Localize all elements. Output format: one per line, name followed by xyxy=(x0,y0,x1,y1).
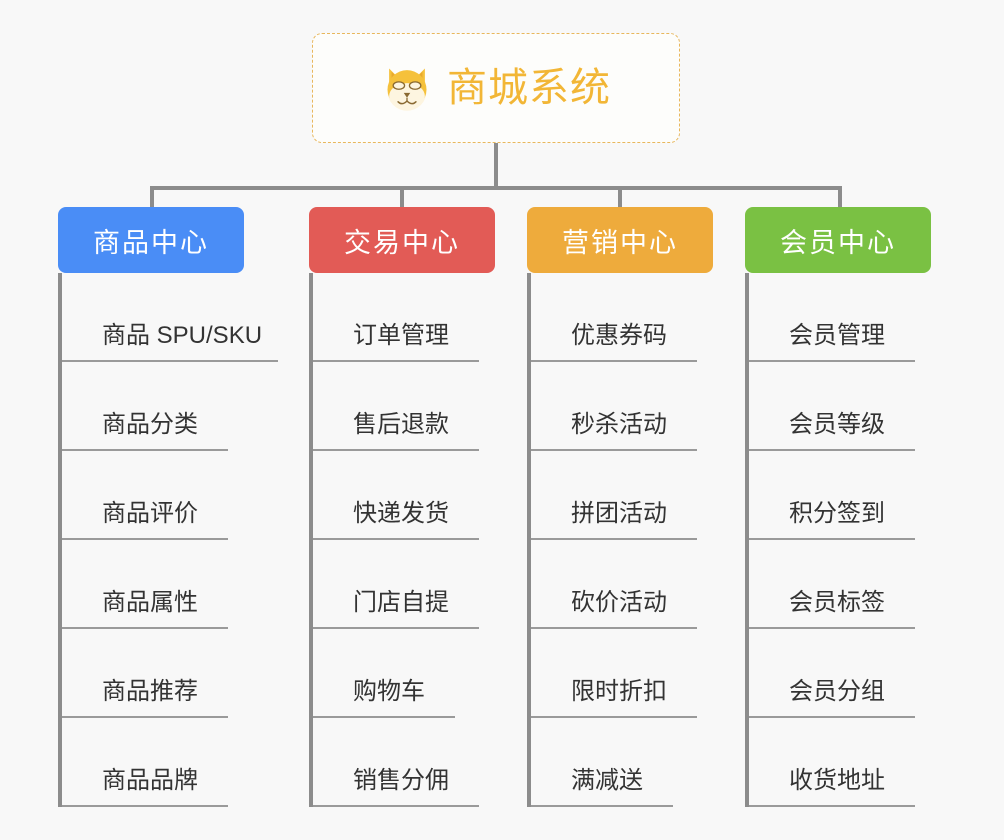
leaf-label: 商品属性 xyxy=(102,589,198,616)
column-spine-1 xyxy=(58,273,62,807)
leaf-label: 门店自提 xyxy=(353,589,449,616)
leaf-label: 快递发货 xyxy=(353,500,449,527)
leaf-underline xyxy=(62,627,228,629)
leaf-underline xyxy=(62,538,228,540)
leaf-label: 限时折扣 xyxy=(571,678,667,705)
leaf-underline xyxy=(531,360,697,362)
leaf-label: 商品分类 xyxy=(102,411,198,438)
connector-root-trunk xyxy=(494,143,498,190)
connector-drop-1 xyxy=(150,186,154,210)
leaf-label: 商品 SPU/SKU xyxy=(102,322,263,349)
leaf-label: 商品品牌 xyxy=(102,767,198,794)
root-node-label: 商城系统 xyxy=(447,66,611,110)
leaf-label: 会员分组 xyxy=(789,678,885,705)
leaf-underline xyxy=(313,538,479,540)
leaf-underline xyxy=(313,449,479,451)
leaf-underline xyxy=(313,716,455,718)
leaf-underline xyxy=(531,627,697,629)
leaf-label: 满减送 xyxy=(571,767,643,794)
leaf-underline xyxy=(749,627,915,629)
leaf-underline xyxy=(749,538,915,540)
leaf-label: 优惠券码 xyxy=(571,322,667,349)
leaf-label: 会员等级 xyxy=(789,411,885,438)
root-node[interactable]: 商城系统 xyxy=(312,33,680,143)
leaf-label: 商品评价 xyxy=(102,500,198,527)
leaf-underline xyxy=(749,805,915,807)
shiba-dog-face-icon xyxy=(387,68,427,111)
leaf-label: 售后退款 xyxy=(353,411,449,438)
leaf-label: 拼团活动 xyxy=(571,500,667,527)
column-spine-4 xyxy=(745,273,749,807)
leaf-label: 销售分佣 xyxy=(353,767,449,794)
leaf-underline xyxy=(313,805,479,807)
leaf-underline xyxy=(749,360,915,362)
category-header-label: 交易中心 xyxy=(344,227,460,258)
leaf-underline xyxy=(749,716,915,718)
category-header-1[interactable]: 商品中心 xyxy=(58,207,244,273)
leaf-underline xyxy=(313,627,479,629)
category-header-label: 商品中心 xyxy=(93,227,209,258)
leaf-label: 商品推荐 xyxy=(102,678,198,705)
leaf-label: 购物车 xyxy=(353,678,425,705)
category-header-4[interactable]: 会员中心 xyxy=(745,207,931,273)
leaf-label: 秒杀活动 xyxy=(571,411,667,438)
connector-drop-4 xyxy=(838,186,842,210)
leaf-underline xyxy=(531,805,673,807)
leaf-underline xyxy=(62,805,228,807)
leaf-underline xyxy=(313,360,479,362)
connector-horizontal-bus xyxy=(150,186,842,190)
leaf-label: 会员标签 xyxy=(789,589,885,616)
leaf-underline xyxy=(531,449,697,451)
category-header-2[interactable]: 交易中心 xyxy=(309,207,495,273)
leaf-underline xyxy=(531,716,697,718)
leaf-underline xyxy=(62,716,228,718)
category-header-label: 营销中心 xyxy=(562,227,678,258)
connector-drop-3 xyxy=(618,186,622,210)
leaf-label: 砍价活动 xyxy=(571,589,667,616)
leaf-underline xyxy=(62,360,278,362)
category-header-3[interactable]: 营销中心 xyxy=(527,207,713,273)
leaf-label: 订单管理 xyxy=(353,322,449,349)
connector-drop-2 xyxy=(400,186,404,210)
column-spine-3 xyxy=(527,273,531,807)
leaf-label: 会员管理 xyxy=(789,322,885,349)
leaf-underline xyxy=(62,449,228,451)
column-spine-2 xyxy=(309,273,313,807)
leaf-label: 收货地址 xyxy=(789,767,885,794)
leaf-label: 积分签到 xyxy=(789,500,885,527)
category-header-label: 会员中心 xyxy=(780,227,896,258)
leaf-underline xyxy=(749,449,915,451)
leaf-underline xyxy=(531,538,697,540)
